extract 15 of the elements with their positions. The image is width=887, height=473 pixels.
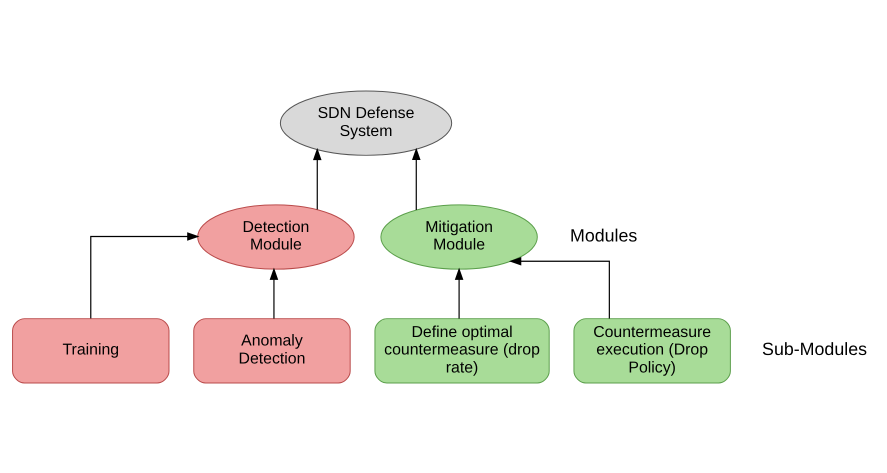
label: Modules bbox=[570, 224, 638, 245]
arrow bbox=[90, 232, 200, 318]
arrow bbox=[312, 147, 322, 209]
label: Sub-Modules bbox=[762, 338, 868, 359]
node-box: Define optimal countermeasure (drop rate) bbox=[374, 318, 550, 384]
node-box: Anomaly Detection bbox=[193, 318, 351, 384]
node-box: Countermeasure execution (Drop Policy) bbox=[573, 318, 731, 384]
node-ellipse: SDN Defense System bbox=[280, 90, 452, 156]
node-box: Training bbox=[12, 318, 170, 384]
arrow bbox=[454, 267, 464, 318]
arrow bbox=[509, 256, 610, 318]
node-ellipse: Detection Module bbox=[197, 204, 355, 270]
arrow bbox=[412, 147, 421, 210]
node-ellipse: Mitigation Module bbox=[380, 204, 538, 270]
arrow bbox=[270, 267, 278, 318]
